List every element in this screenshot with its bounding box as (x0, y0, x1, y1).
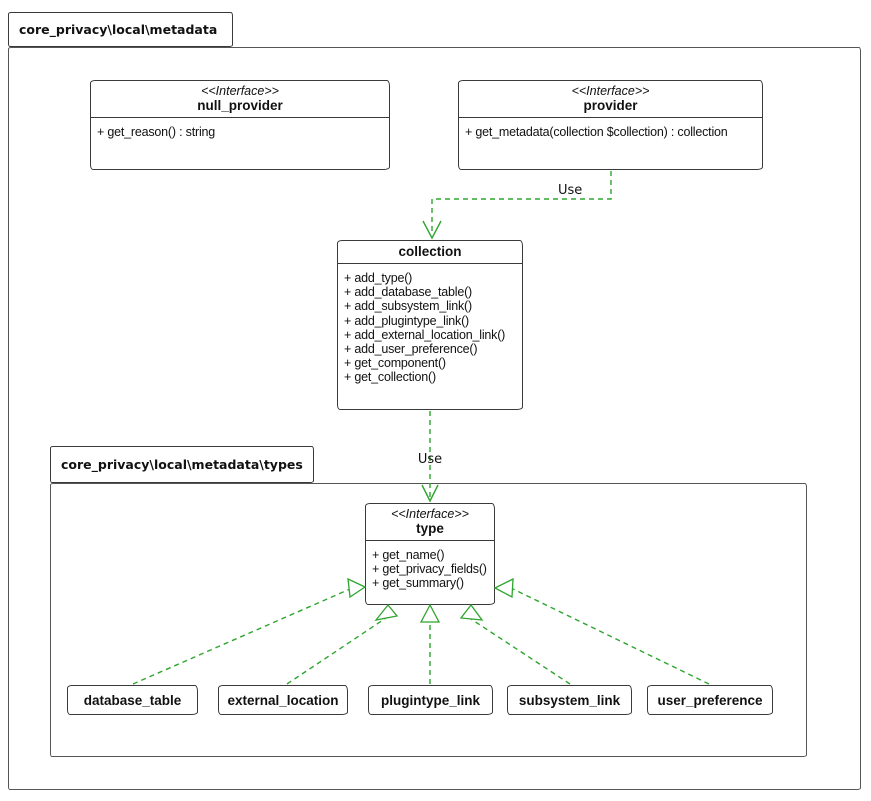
member-row: + add_external_location_link() (344, 327, 506, 342)
member-row: + get_component() (344, 356, 446, 371)
member-row: + get_reason() : string (97, 125, 216, 139)
class-members: + get_metadata(collection $collection) :… (459, 118, 762, 146)
package-label: core_privacy\local\metadata\types (61, 457, 303, 472)
member-row: + get_metadata(collection $collection) :… (465, 125, 728, 139)
class-provider: <<Interface>> provider + get_metadata(co… (458, 80, 763, 170)
class-title: <<Interface>> type (366, 504, 494, 541)
use-label-collection-type: Use (417, 452, 443, 467)
class-subsystem-link: subsystem_link (507, 685, 632, 715)
class-members: + get_name()+ get_privacy_fields()+ get_… (366, 541, 494, 598)
class-name: subsystem_link (518, 692, 621, 708)
member-row: + add_type() (344, 271, 413, 285)
member-row: + add_database_table() (344, 285, 472, 300)
class-name: null_provider (197, 98, 283, 113)
class-members: + get_reason() : string (91, 118, 389, 146)
class-name: provider (583, 98, 638, 113)
use-label-provider-collection: Use (558, 183, 583, 198)
class-user-preference: user_preference (647, 685, 773, 715)
class-plugintype-link: plugintype_link (368, 685, 493, 715)
member-row: + get_collection() (344, 370, 436, 385)
member-row: + add_user_preference() (344, 342, 478, 357)
class-name: plugintype_link (380, 692, 480, 708)
member-row: + add_plugintype_link() (344, 313, 470, 328)
member-row: + add_subsystem_link() (344, 299, 472, 314)
class-name: external_location (227, 692, 339, 708)
member-row: + get_summary() (372, 576, 464, 591)
package-core-privacy-metadata-tab: core_privacy\local\metadata (8, 12, 233, 47)
class-members: + add_type()+ add_database_table()+ add_… (338, 264, 522, 392)
class-name: type (416, 521, 444, 536)
package-label: core_privacy\local\metadata (19, 22, 218, 37)
stereotype-label: <<Interface>> (571, 84, 650, 98)
class-name: database_table (83, 692, 182, 708)
class-database-table: database_table (67, 685, 198, 715)
class-name: user_preference (657, 692, 763, 708)
class-title: <<Interface>> null_provider (91, 81, 389, 118)
class-collection: collection + add_type()+ add_database_ta… (337, 240, 523, 410)
package-core-privacy-metadata-body (8, 47, 861, 790)
package-metadata-types-body (50, 483, 807, 757)
class-name: collection (398, 244, 462, 259)
member-row: + get_privacy_fields() (372, 562, 487, 577)
class-title: <<Interface>> provider (459, 81, 762, 118)
class-type: <<Interface>> type + get_name()+ get_pri… (365, 503, 495, 605)
class-title: collection (338, 241, 522, 264)
package-metadata-types-tab: core_privacy\local\metadata\types (50, 446, 314, 483)
member-row: + get_name() (372, 548, 445, 562)
stereotype-label: <<Interface>> (201, 84, 279, 98)
stereotype-label: <<Interface>> (391, 507, 469, 521)
class-external-location: external_location (218, 685, 348, 715)
class-null-provider: <<Interface>> null_provider + get_reason… (90, 80, 390, 170)
